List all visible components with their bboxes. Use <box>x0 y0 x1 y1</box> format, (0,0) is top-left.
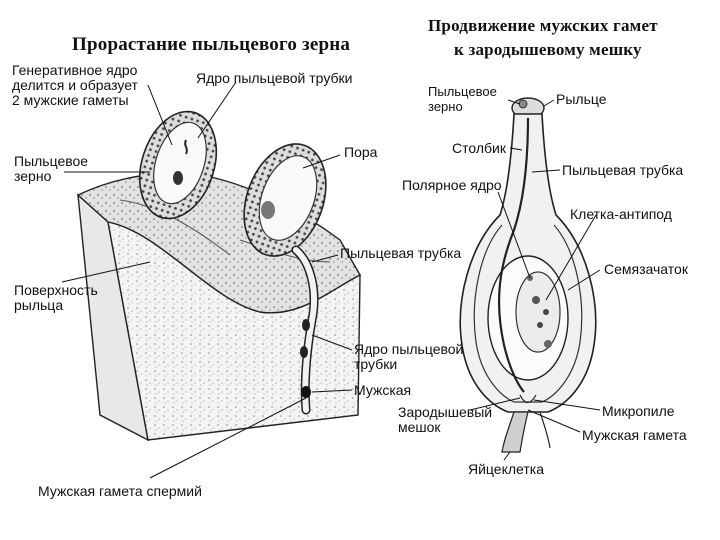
label-pollen-grain-left: Пыльцевое зерно <box>14 154 88 184</box>
label-polar-nucleus: Полярное ядро <box>402 177 502 193</box>
label-generative-line2: делится и образует <box>12 77 138 93</box>
label-stigma-surface: Поверхность рыльца <box>14 283 98 313</box>
leader-lines-right <box>469 99 601 461</box>
label-tube-nucleus-bottom: Ядро пыльцевой трубки <box>354 342 463 372</box>
label-tube-nucleus-line2: трубки <box>354 356 398 372</box>
label-generative-line3: 2 мужские гаметы <box>12 92 129 108</box>
label-antipodal-cell: Клетка-антипод <box>570 206 672 222</box>
label-micropyle: Микропиле <box>602 403 675 419</box>
label-pore: Пора <box>344 144 378 160</box>
label-pollen-grain-left-line2: зерно <box>14 168 52 184</box>
label-generative-line1: Генеративное ядро <box>12 62 138 78</box>
label-egg-cell: Яйцеклетка <box>468 461 544 477</box>
label-embryo-sac: Зародышевый мешок <box>398 405 492 435</box>
label-embryo-sac-line2: мешок <box>398 419 441 435</box>
label-male-gamete-sperm: Мужская гамета спермий <box>38 483 202 499</box>
label-stigma-surface-line1: Поверхность <box>14 282 98 298</box>
label-pollen-grain-left-line1: Пыльцевое <box>14 153 89 169</box>
right-title-line1: Продвижение мужских гамет <box>428 16 658 35</box>
label-pollen-tube-left: Пыльцевая трубка <box>340 245 462 261</box>
pollen-grain-left <box>138 110 218 220</box>
label-pollen-grain-right: Пыльцевое зерно <box>428 84 497 114</box>
label-stigma: Рыльце <box>556 91 607 107</box>
label-pollen-tube-right: Пыльцевая трубка <box>562 162 684 178</box>
label-stigma-surface-line2: рыльца <box>14 297 64 313</box>
label-embryo-sac-line1: Зародышевый <box>398 404 493 420</box>
pollen-grain-right <box>243 143 327 257</box>
label-tube-nucleus-line1: Ядро пыльцевой <box>354 341 464 357</box>
pistil <box>459 97 597 453</box>
leader-lines-left <box>61 81 353 479</box>
left-title: Прорастание пыльцевого зерна <box>72 34 351 55</box>
label-male-gamete: Мужская гамета <box>582 427 687 443</box>
label-style: Столбик <box>452 140 506 156</box>
label-pollen-grain-right-line2: зерно <box>428 99 463 114</box>
pollen-tube-left <box>291 245 319 415</box>
label-pollen-grain-right-line1: Пыльцевое <box>428 84 497 99</box>
label-tube-nucleus-top: Ядро пыльцевой трубки <box>196 70 353 86</box>
label-generative-nucleus: Генеративное ядро делится и образует 2 м… <box>12 63 138 108</box>
label-male: Мужская <box>354 382 412 398</box>
right-title-line2: к зародышевому мешку <box>454 40 642 59</box>
label-ovule: Семязачаток <box>604 261 688 277</box>
